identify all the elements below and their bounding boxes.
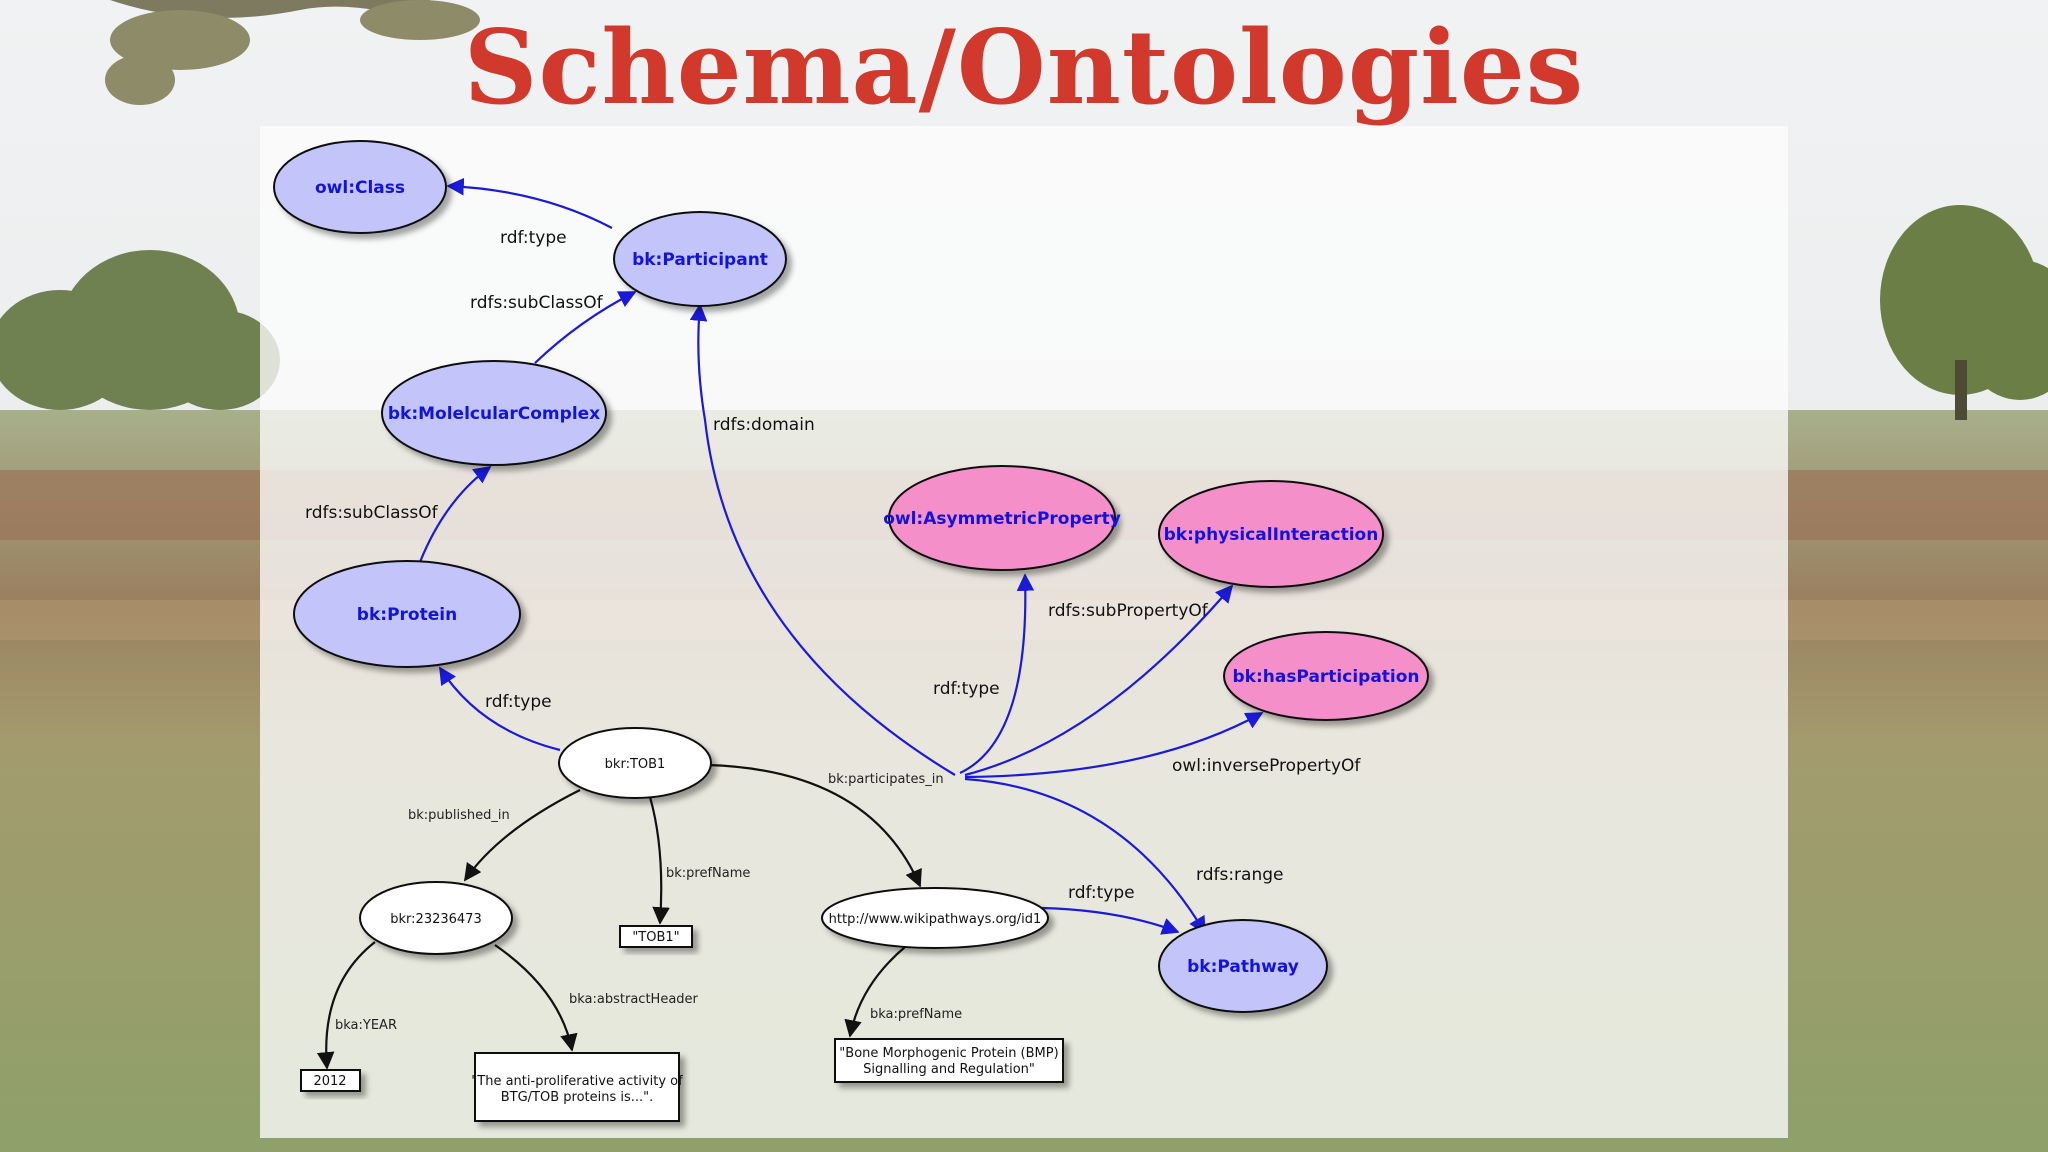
edge-published-in [463, 789, 581, 882]
edge-tob1-type [439, 666, 561, 752]
edge-year [316, 941, 376, 1070]
label-domain: rdfs:domain [713, 415, 815, 435]
label-protein-subclass: rdfs:subClassOf [305, 503, 439, 523]
label-participant-type: rdf:type [500, 228, 567, 248]
svg-text:http://www.wikipathways.org/id: http://www.wikipathways.org/id1 [829, 912, 1042, 927]
svg-text:bkr:TOB1: bkr:TOB1 [605, 757, 666, 772]
svg-text:bkr:23236473: bkr:23236473 [390, 912, 481, 927]
svg-text:Signalling and Regulation": Signalling and Regulation" [863, 1062, 1035, 1077]
slide-title: Schema/Ontologies [463, 8, 1585, 128]
svg-text:bk:hasParticipation: bk:hasParticipation [1232, 667, 1419, 687]
edge-participant-type [446, 177, 613, 229]
label-complex-subclass: rdfs:subClassOf [470, 293, 604, 313]
node-bk-participant: bk:Participant [613, 211, 787, 307]
label-participates-in: bk:participates_in [828, 772, 944, 787]
label-range: rdfs:range [1196, 865, 1283, 885]
svg-text:2012: 2012 [313, 1074, 346, 1089]
edge-pref-name [648, 796, 670, 925]
node-bk-molecular-complex: bk:MolelcularComplex [381, 360, 607, 466]
svg-text:"The anti-proliferative activi: "The anti-proliferative activity of [471, 1074, 683, 1089]
node-bk-has-participation: bk:hasParticipation [1223, 631, 1429, 721]
label-tob1-type: rdf:type [485, 692, 552, 712]
label-pref-name: bk:prefName [666, 866, 750, 881]
node-owl-class: owl:Class [273, 140, 447, 234]
edge-wiki-pref-name [844, 946, 906, 1038]
tree-right [1880, 205, 2048, 420]
label-subproperty: rdfs:subPropertyOf [1048, 601, 1209, 621]
label-participates-type: rdf:type [933, 679, 1000, 699]
node-bk-protein: bk:Protein [293, 560, 521, 668]
svg-text:bk:Pathway: bk:Pathway [1187, 957, 1299, 977]
branch-top-left [105, 0, 480, 105]
edge-inverse [964, 712, 1264, 779]
svg-text:bk:physicalInteraction: bk:physicalInteraction [1164, 525, 1379, 545]
label-wiki-type: rdf:type [1068, 883, 1135, 903]
node-bkr-pubmed: bkr:23236473 [359, 881, 513, 955]
svg-text:owl:AsymmetricProperty: owl:AsymmetricProperty [883, 509, 1121, 529]
svg-text:"Bone Morphogenic Protein (BMP: "Bone Morphogenic Protein (BMP) [839, 1046, 1058, 1061]
edge-wiki-type [1041, 906, 1180, 935]
edge-domain [689, 303, 956, 776]
svg-text:bk:Participant: bk:Participant [632, 250, 768, 270]
edge-participates-type [959, 573, 1035, 774]
node-bkr-tob1: bkr:TOB1 [558, 727, 712, 799]
literal-pathway-name: "Bone Morphogenic Protein (BMP) Signalli… [834, 1038, 1064, 1083]
node-bk-physical-interaction: bk:physicalInteraction [1158, 480, 1384, 588]
label-inverse: owl:inversePropertyOf [1172, 756, 1361, 776]
svg-text:BTG/TOB proteins is...".: BTG/TOB proteins is...". [501, 1090, 654, 1105]
label-abstract-header: bka:abstractHeader [569, 992, 699, 1007]
edge-protein-subclass [418, 465, 492, 563]
edge-complex-subclass [534, 291, 637, 364]
node-wikipathways-url: http://www.wikipathways.org/id1 [821, 887, 1049, 949]
label-wiki-pref-name: bka:prefName [870, 1007, 962, 1022]
edge-abstract-header [494, 944, 578, 1052]
literal-year: 2012 [300, 1069, 361, 1092]
edge-participates-in [707, 763, 922, 888]
edge-subproperty [964, 584, 1234, 777]
node-bk-pathway: bk:Pathway [1158, 919, 1328, 1013]
label-published-in: bk:published_in [408, 808, 510, 823]
svg-text:bk:Protein: bk:Protein [357, 605, 457, 625]
svg-text:owl:Class: owl:Class [315, 178, 405, 198]
edge-range [964, 777, 1206, 935]
literal-abstract: "The anti-proliferative activity of BTG/… [471, 1052, 683, 1122]
svg-text:"TOB1": "TOB1" [632, 930, 679, 945]
label-year: bka:YEAR [335, 1018, 397, 1033]
literal-tob1-name: "TOB1" [619, 925, 693, 948]
tree-left [0, 250, 280, 410]
node-owl-asymmetric-property: owl:AsymmetricProperty [883, 465, 1121, 571]
svg-text:bk:MolelcularComplex: bk:MolelcularComplex [388, 404, 600, 424]
